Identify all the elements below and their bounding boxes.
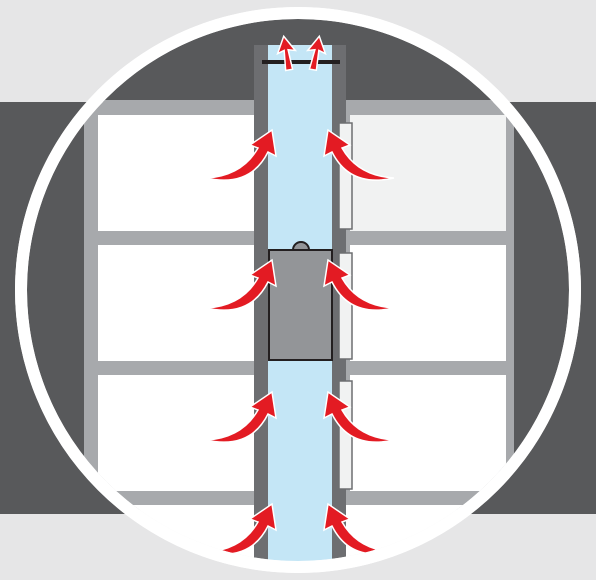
up-arrow-icon bbox=[305, 34, 327, 72]
curved-arrow-icon bbox=[205, 128, 277, 181]
room-right-1 bbox=[350, 115, 506, 231]
curved-arrow-icon bbox=[323, 390, 395, 443]
curved-arrow-icon bbox=[205, 258, 277, 311]
room-right-2 bbox=[350, 245, 506, 361]
room-left-3 bbox=[98, 375, 256, 491]
curved-arrow-icon bbox=[205, 390, 277, 443]
elevator-hook-icon bbox=[291, 241, 311, 251]
shaft-wall-left bbox=[254, 45, 268, 561]
magnifier-ring bbox=[15, 7, 581, 573]
up-arrow-icon bbox=[276, 34, 298, 72]
curved-arrow-icon bbox=[323, 128, 395, 181]
curved-arrow-icon bbox=[205, 502, 277, 555]
elevator-car-icon bbox=[268, 249, 333, 361]
curved-arrow-icon bbox=[323, 258, 395, 311]
room-right-3 bbox=[350, 375, 506, 491]
